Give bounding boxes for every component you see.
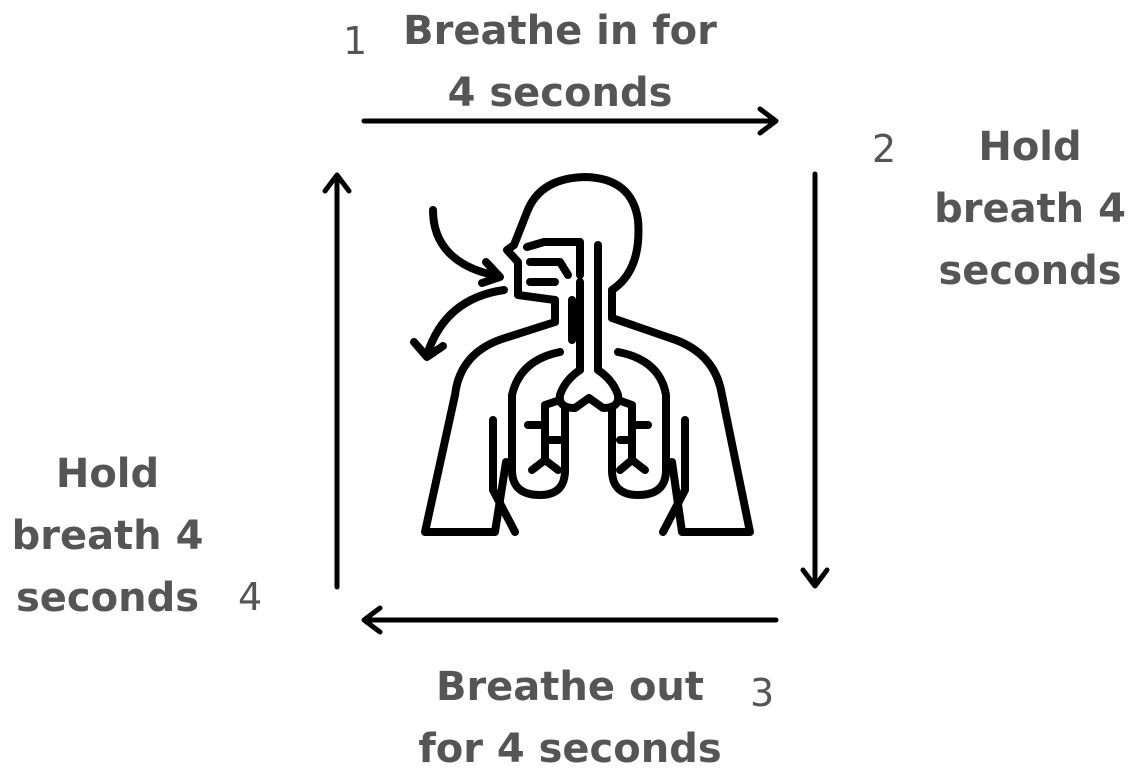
arrow-left-icon: [364, 608, 776, 632]
respiratory-system-icon: [414, 177, 750, 532]
arrow-down-icon: [803, 174, 827, 586]
arrow-up-icon: [325, 175, 349, 587]
arrow-right-icon: [364, 109, 776, 133]
